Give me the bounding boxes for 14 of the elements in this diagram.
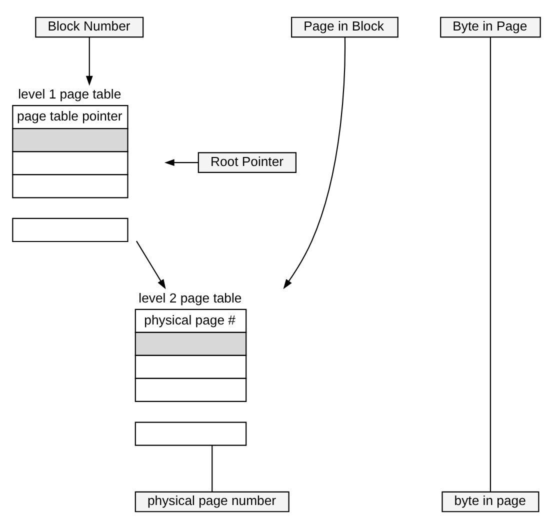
node-label: level 1 page table [18,86,122,102]
arrow [136,240,166,289]
node-box: Page in Block [291,16,398,38]
node-box: physical page number [134,490,290,512]
connector [490,36,492,492]
arrow [164,158,198,166]
arrow [283,36,346,289]
node-box: Block Number [35,16,144,38]
connector [212,444,213,492]
arrow [86,37,93,86]
node-box: byte in page [442,490,540,512]
node-label: level 2 page table [138,290,242,305]
node-box: Root Pointer [198,152,296,172]
node-box: Byte in Page [440,16,541,38]
